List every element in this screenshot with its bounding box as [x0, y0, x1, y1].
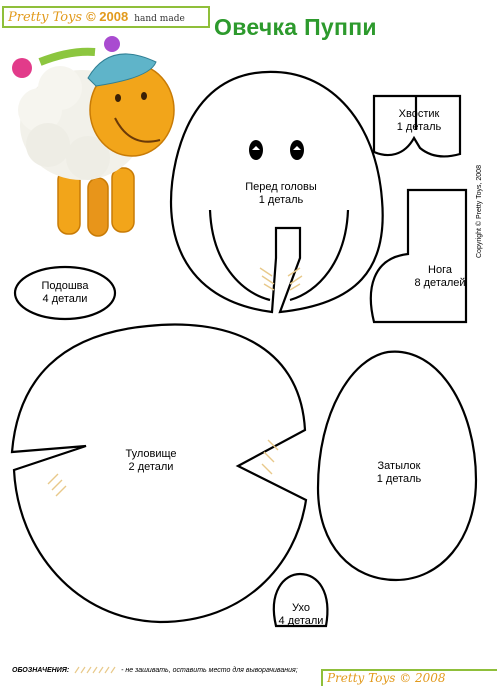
- sole-outline: [13, 265, 117, 321]
- footer-brand: Pretty Toys © 2008: [321, 669, 497, 686]
- legend: ОБОЗНАЧЕНИЯ: - не зашивать, оставить мес…: [12, 666, 298, 674]
- body-count: 2 детали: [128, 461, 174, 473]
- leg-name: Нога: [428, 264, 452, 276]
- body-label: Туловище 2 детали: [106, 448, 196, 474]
- brand-name: Pretty Toys: [8, 10, 83, 25]
- head-back-outline: [316, 350, 478, 582]
- tail-label: Хвостик 1 деталь: [384, 108, 454, 134]
- head-front-chin: [208, 209, 271, 302]
- stitch-marks: [47, 267, 303, 497]
- brand-badge: Pretty Toys© 2008 hand made: [2, 6, 210, 28]
- head-back-count: 1 деталь: [376, 473, 422, 485]
- legend-text: - не зашивать, оставить место для вывора…: [121, 666, 298, 674]
- body-name: Туловище: [125, 448, 177, 460]
- sole-count: 4 детали: [42, 293, 88, 305]
- head-back-label: Затылок 1 деталь: [354, 460, 444, 486]
- leg-label: Нога 8 деталей: [398, 264, 482, 290]
- leg-outline: [369, 188, 468, 324]
- ear-label: Ухо 4 детали: [266, 602, 336, 628]
- brand-handmade: hand made: [134, 14, 185, 24]
- tail-outline: [372, 94, 462, 158]
- head-front-label: Перед головы 1 деталь: [226, 181, 336, 207]
- tail-name: Хвостик: [398, 108, 440, 120]
- page-title: Овечка Пуппи: [214, 14, 377, 40]
- head-front-name: Перед головы: [245, 181, 317, 193]
- head-back-name: Затылок: [377, 460, 421, 472]
- body-outline: [10, 323, 308, 624]
- sole-label: Подошва 4 детали: [20, 280, 110, 306]
- stitch-sample-icon: [74, 666, 116, 674]
- ear-outline: [272, 572, 329, 628]
- sole-name: Подошва: [41, 280, 89, 292]
- tail-count: 1 деталь: [396, 121, 442, 133]
- legend-key: ОБОЗНАЧЕНИЯ:: [12, 666, 70, 674]
- leg-count: 8 деталей: [414, 277, 466, 289]
- ear-count: 4 детали: [278, 615, 324, 627]
- head-front-count: 1 деталь: [258, 194, 304, 206]
- ear-name: Ухо: [292, 602, 310, 614]
- brand-year: © 2008: [86, 9, 129, 24]
- head-front-outline: [169, 70, 384, 314]
